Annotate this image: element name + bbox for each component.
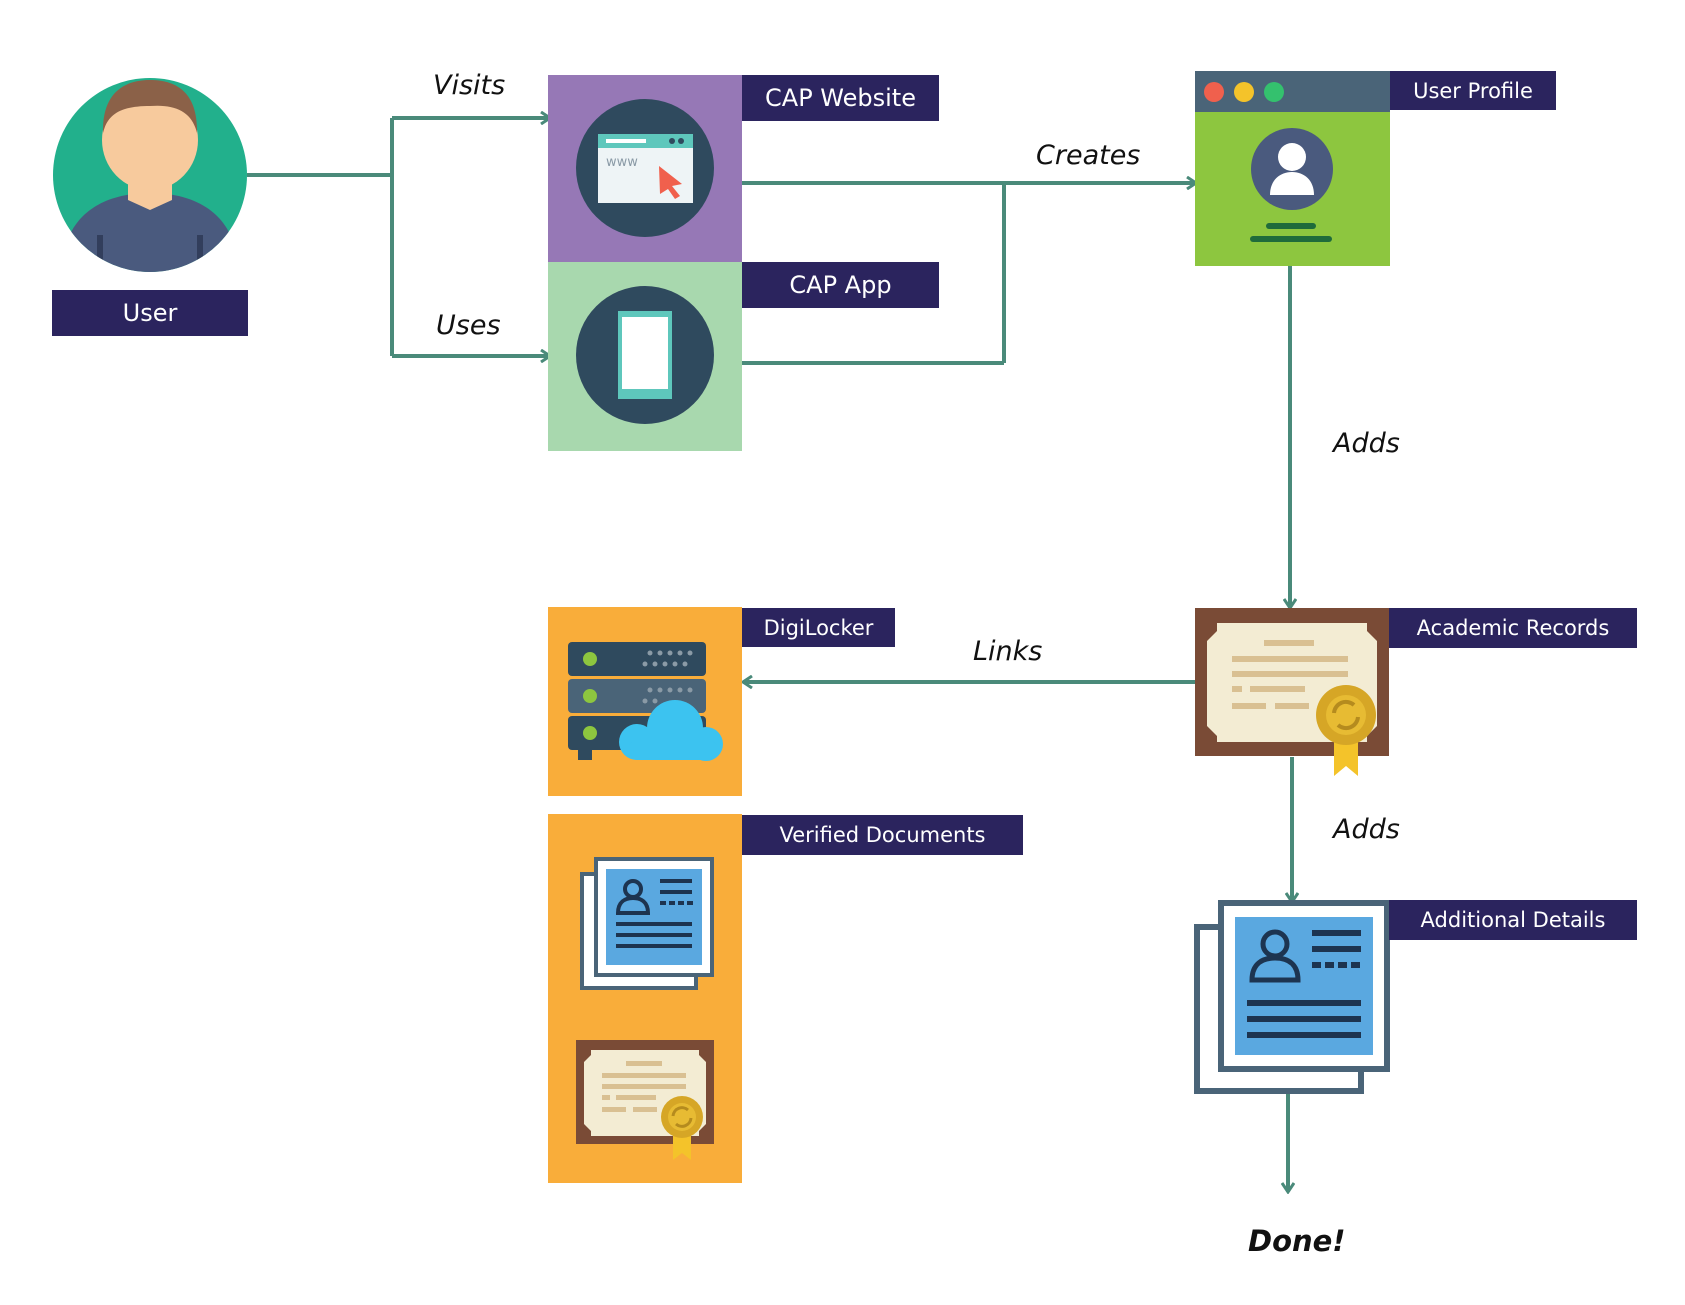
- edge-label-adds-records: Adds: [1333, 428, 1400, 459]
- label-additional-details: Additional Details: [1389, 900, 1637, 940]
- edge-label-uses: Uses: [436, 310, 501, 341]
- label-cap-website: CAP Website: [742, 75, 939, 121]
- edge-label-adds-details: Adds: [1333, 814, 1400, 845]
- done-label: Done!: [1248, 1224, 1346, 1258]
- label-verified-documents: Verified Documents: [742, 815, 1023, 855]
- cap-website-node: www: [548, 75, 742, 262]
- label-digilocker: DigiLocker: [742, 608, 895, 647]
- verified-documents-node: [548, 814, 742, 1183]
- user-avatar-icon: [53, 78, 247, 272]
- connector-user-split: [247, 118, 394, 356]
- label-cap-app: CAP App: [742, 262, 939, 308]
- label-user-profile: User Profile: [1390, 71, 1556, 110]
- additional-details-node: [1194, 900, 1390, 1094]
- edge-label-creates: Creates: [1036, 140, 1141, 171]
- label-user: User: [52, 290, 248, 336]
- digilocker-node: [548, 607, 742, 796]
- cap-app-node: [548, 262, 742, 451]
- user-profile-node: [1195, 71, 1390, 266]
- edge-label-links: Links: [973, 636, 1043, 667]
- connector-merge: [741, 183, 1006, 365]
- edge-label-visits: Visits: [433, 70, 506, 101]
- academic-records-node: [1195, 608, 1389, 776]
- svg-text:www: www: [606, 155, 638, 170]
- label-academic-records: Academic Records: [1389, 608, 1637, 648]
